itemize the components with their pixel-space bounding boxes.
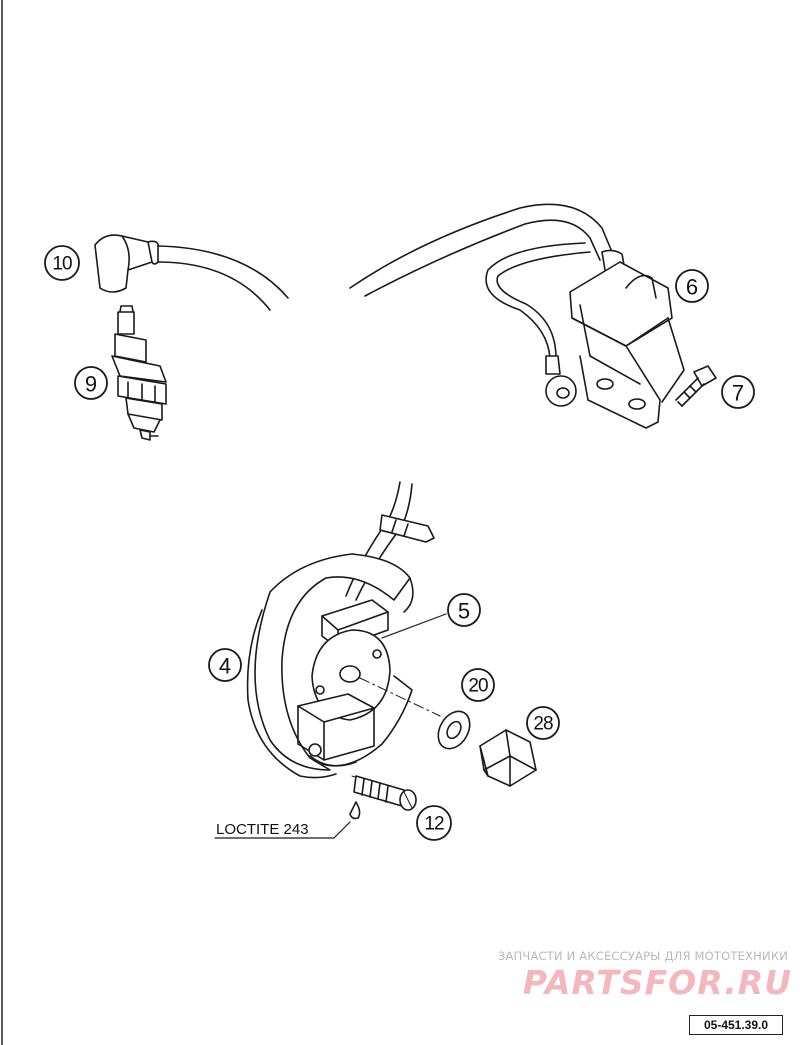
ignition-coil-part [569, 261, 685, 429]
ht-lead-left [157, 245, 289, 311]
callout-5: 5 [458, 599, 470, 624]
document-code: 05-451.39.0 [689, 1015, 783, 1035]
loctite-drop-icon [349, 801, 361, 820]
leader-lines [214, 613, 447, 839]
callout-4: 4 [219, 654, 231, 679]
callout-28: 28 [533, 714, 553, 735]
watermark-logo: PARTSFOR.RU [522, 963, 792, 1002]
nut-part [479, 729, 537, 787]
callout-12: 12 [424, 814, 444, 835]
loctite-label: LOCTITE 243 [216, 821, 309, 838]
callout-9: 9 [85, 372, 97, 397]
axis-line [359, 677, 441, 717]
washer-part [437, 710, 471, 750]
ht-lead-coil [349, 203, 626, 297]
spark-plug-cap-part [94, 234, 159, 293]
callout-20: 20 [468, 676, 488, 697]
stator-coil-part [297, 599, 391, 767]
ground-wire [485, 242, 591, 407]
callout-10: 10 [52, 254, 72, 275]
callout-circles [44, 245, 755, 841]
callout-7: 7 [732, 381, 744, 406]
callout-6: 6 [686, 275, 698, 300]
coil-bolt-part [675, 365, 717, 407]
watermark-caption: ЗАПЧАСТИ И АКСЕССУАРЫ ДЛЯ МОТОТЕХНИКИ [497, 949, 788, 963]
screw-part [351, 775, 417, 811]
spark-plug-part [111, 305, 167, 441]
